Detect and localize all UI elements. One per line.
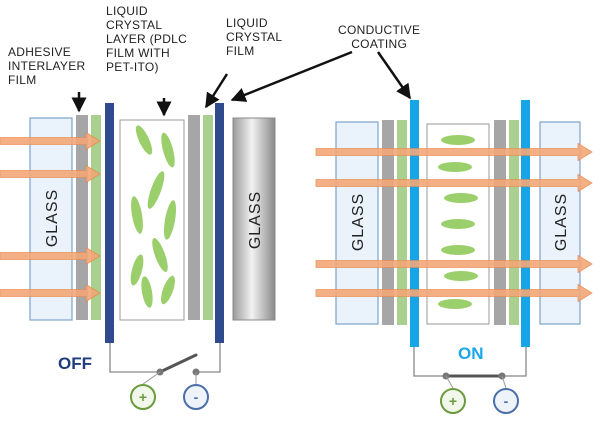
minus-sign-on: - xyxy=(504,393,509,409)
light-ray-arrow xyxy=(0,283,101,303)
minus-terminal-off xyxy=(183,384,209,410)
light-ray-arrow xyxy=(315,283,593,303)
wire-off xyxy=(109,343,221,373)
label-line: CONDUCTIVE xyxy=(338,23,421,37)
liquid-crystal-droplet xyxy=(130,254,144,286)
light-ray-arrow xyxy=(0,164,101,184)
pointer-conductive-on xyxy=(376,51,412,100)
liquid-crystal-droplet xyxy=(441,135,475,145)
liquid-crystal-droplet xyxy=(441,245,475,255)
liquid-crystal-droplet xyxy=(444,271,478,281)
terminal-lead-minus-on xyxy=(501,375,507,389)
glass-label-left-on: GLASS xyxy=(350,193,367,251)
light-ray-arrow xyxy=(315,142,593,162)
minus-sign-off: - xyxy=(194,389,199,405)
liquid-crystal-droplet xyxy=(135,125,153,155)
plus-sign-off: + xyxy=(139,389,147,405)
state-on-label: ON xyxy=(458,344,484,363)
liquid-crystals-aligned xyxy=(438,135,478,309)
terminal-lead-plus-on xyxy=(445,375,454,389)
pointer-conductive-off xyxy=(230,50,353,102)
liquid-crystal-droplet xyxy=(438,162,472,172)
liquid-crystal-droplet xyxy=(161,275,175,305)
film-layer-gray-on xyxy=(494,120,506,325)
liquid-crystal-droplet xyxy=(161,132,175,168)
label-line: CRYSTAL xyxy=(226,30,283,44)
liquid-crystal-droplet xyxy=(147,171,165,209)
liquid-crystal-droplet xyxy=(141,276,153,308)
liquid-crystal-droplet xyxy=(152,237,168,273)
liquid-crystal-droplet xyxy=(438,299,472,309)
label-pointers xyxy=(71,50,412,117)
minus-terminal-on xyxy=(493,388,519,414)
label-line: PET-ITO) xyxy=(106,60,159,74)
film-layer-green-on xyxy=(509,120,519,325)
pointer-lc-film xyxy=(204,73,229,109)
label-conductive-coating: CONDUCTIVE COATING xyxy=(338,23,420,51)
glass-label-right-on: GLASS xyxy=(553,193,570,251)
electrode-left-on xyxy=(410,100,419,347)
label-liquid-crystal-layer: LIQUID CRYSTAL LAYER (PDLC FILM WITH PET… xyxy=(106,4,187,74)
adhesive-layer-gray-off xyxy=(76,115,88,320)
label-line: CRYSTAL xyxy=(106,18,163,32)
liquid-crystals-random xyxy=(130,125,177,308)
glass-pane-right-off xyxy=(232,117,276,321)
light-ray-arrow xyxy=(0,131,101,151)
label-line: FILM xyxy=(8,73,37,87)
light-ray-arrow xyxy=(315,254,593,274)
terminal-lead-plus-off xyxy=(142,371,161,385)
film-layer-gray-off xyxy=(188,115,200,320)
state-off-label: OFF xyxy=(58,354,92,373)
light-arrows-off xyxy=(0,131,101,303)
electrode-left-off xyxy=(105,103,114,343)
liquid-crystal-droplet xyxy=(441,219,475,229)
liquid-crystal-droplet xyxy=(131,196,143,234)
label-line: INTERLAYER xyxy=(8,59,86,73)
plus-sign-on: + xyxy=(449,393,457,409)
label-line: FILM xyxy=(226,44,255,58)
electrode-right-on xyxy=(521,100,530,347)
label-line: ADHESIVE xyxy=(8,45,72,59)
plus-terminal-on xyxy=(440,388,466,414)
wire-on xyxy=(413,347,527,377)
off-assembly: GLASS GLASS + - xyxy=(0,103,276,410)
glass-pane-left-off xyxy=(29,117,73,321)
glass-label-right-off: GLASS xyxy=(247,191,264,249)
label-line: FILM WITH xyxy=(106,46,171,60)
label-adhesive-interlayer: ADHESIVE INTERLAYER FILM xyxy=(8,45,85,87)
switch-open xyxy=(158,353,198,374)
light-ray-arrow xyxy=(0,246,101,266)
label-line: LAYER (PDLC xyxy=(106,32,188,46)
label-line: COATING xyxy=(351,37,408,51)
light-ray-arrow xyxy=(315,173,593,193)
glass-label-left-off: GLASS xyxy=(44,189,61,247)
electrode-right-off xyxy=(215,103,224,343)
label-liquid-crystal-film: LIQUID CRYSTAL FILM xyxy=(226,16,282,58)
film-layer-green-off xyxy=(203,115,213,320)
liquid-crystal-droplet xyxy=(444,193,478,203)
light-arrows-on xyxy=(315,142,593,303)
on-assembly: GLASS GLASS + - xyxy=(315,100,593,414)
label-line: LIQUID xyxy=(226,16,268,30)
adhesive-layer-green-on xyxy=(397,120,407,325)
adhesive-layer-gray-on xyxy=(382,120,394,325)
label-line: LIQUID xyxy=(106,4,148,18)
plus-terminal-off xyxy=(130,384,156,410)
adhesive-layer-green-off xyxy=(91,115,101,320)
liquid-crystal-droplet xyxy=(163,200,177,240)
